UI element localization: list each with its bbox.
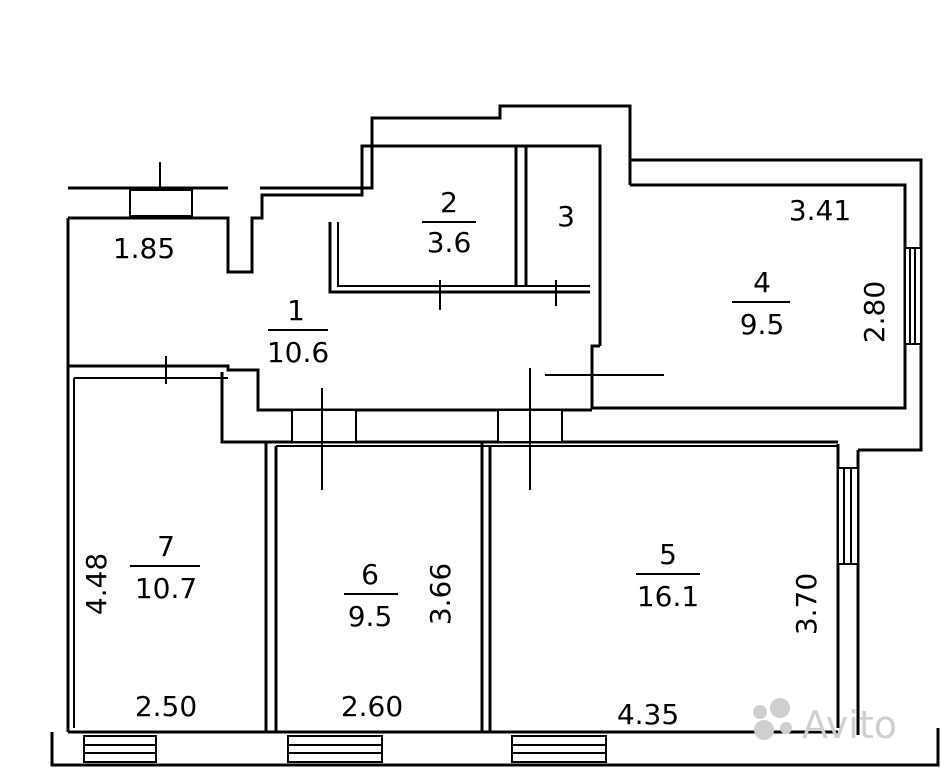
dim-hall-width: 1.85	[113, 232, 175, 265]
room-1-number: 1	[287, 294, 305, 327]
dimension-labels: 1.85 3.41 2.80 4.48 3.66 3.70 2.50 2.60 …	[80, 194, 891, 731]
dim-room4-depth: 2.80	[858, 281, 891, 343]
dim-room7-width: 2.50	[135, 690, 197, 723]
dim-room6-depth: 3.66	[424, 563, 457, 625]
dim-room7-depth: 4.48	[80, 553, 113, 615]
room-7-number: 7	[157, 530, 175, 563]
room-6-number: 6	[361, 558, 379, 591]
avito-logo-icon	[753, 698, 792, 740]
avito-watermark-text: Avito	[802, 703, 897, 747]
room-5-number: 5	[659, 538, 677, 571]
dim-room5-depth: 3.70	[790, 573, 823, 635]
door-markers	[129, 162, 664, 490]
room-3-number: 3	[557, 200, 575, 233]
dim-room6-width: 2.60	[341, 690, 403, 723]
room-2-area: 3.6	[427, 226, 472, 259]
room-4-number: 4	[753, 266, 771, 299]
partition-walls	[73, 378, 838, 732]
hall-walls	[68, 144, 838, 444]
room-5-area: 16.1	[637, 580, 699, 613]
room-2-number: 2	[440, 186, 458, 219]
windows	[83, 247, 922, 763]
room-labels: 1 10.6 2 3.6 3 4 9.5 5 16.1 6 9.5 7 10.7	[130, 186, 790, 633]
room-1-area: 10.6	[267, 336, 329, 369]
room-4-area: 9.5	[740, 308, 785, 341]
avito-watermark: Avito	[753, 698, 897, 747]
room-7-area: 10.7	[135, 572, 197, 605]
room-6-area: 9.5	[348, 600, 393, 633]
dim-room4-width: 3.41	[789, 194, 851, 227]
dim-room5-width: 4.35	[617, 698, 679, 731]
